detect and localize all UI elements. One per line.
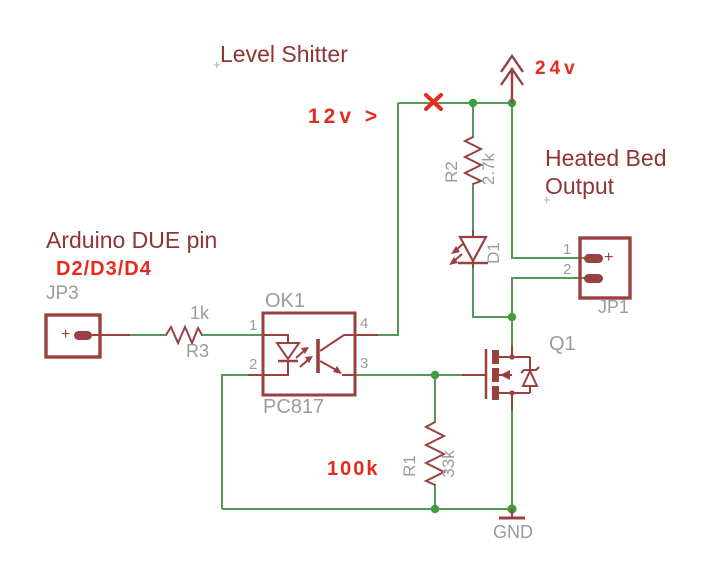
schematic-title: Level Shitter (220, 41, 348, 67)
arduino-due-pin-label: Arduino DUE pin (46, 227, 218, 253)
ok1-pin2-label: 2 (249, 356, 258, 373)
q1-body-diode-icon (520, 357, 540, 393)
resistor-r2 (462, 136, 484, 185)
junction-dot (430, 370, 440, 380)
ok1-pin4-label: 4 (360, 315, 369, 332)
wire-24v-to-jp1-pin1 (511, 103, 586, 259)
error-x-mark-icon (424, 93, 443, 111)
wires (128, 102, 586, 510)
junction-dot (468, 98, 478, 108)
jp1-ref-label: JP1 (598, 297, 630, 317)
connector-jp1 (578, 236, 632, 300)
jp1-pad-1 (584, 254, 603, 263)
jp3-pad (74, 331, 92, 340)
origin-cross-mark: + (213, 57, 221, 72)
q1-ref-label: Q1 (549, 333, 576, 355)
r1-suggested-value-label: 100k (327, 458, 380, 480)
jp1-pin1-label: 1 (563, 241, 572, 258)
r2-ref-label: R2 (442, 161, 461, 183)
r2-value-label: 2.7k (479, 152, 498, 186)
jp3-polarity-label: + (61, 326, 71, 343)
r1-ref-label: R1 (400, 455, 419, 477)
d1-ref-label: D1 (484, 242, 503, 264)
r3-value-label: 1k (190, 303, 210, 323)
r3-ref-label: R3 (186, 341, 210, 361)
wire-12v-to-ok1-pin4 (374, 103, 399, 336)
connector-jp3 (44, 313, 130, 359)
origin-cross-mark: + (543, 192, 551, 207)
ok1-pin1-label: 1 (249, 317, 258, 334)
wire-jp1-pin2-to-junction (511, 277, 586, 317)
ok1-pin3-label: 3 (360, 355, 369, 372)
junction-dot (430, 504, 440, 514)
junction-dot (507, 312, 517, 322)
jp1-polarity-label: + (604, 249, 614, 266)
mosfet-q1 (462, 345, 540, 411)
jp3-ref-label: JP3 (46, 283, 79, 304)
resistor-r3 (165, 324, 203, 346)
ok1-led-icon (263, 334, 301, 376)
jp1-pad-2 (584, 274, 603, 283)
resistor-r1 (423, 421, 447, 486)
supply-12v-label: 12v > (308, 105, 382, 128)
optocoupler-ok1 (248, 311, 378, 397)
ok1-ref-label: OK1 (265, 290, 306, 312)
gnd-symbol-icon (499, 509, 525, 520)
q1-body-arrow (500, 370, 510, 380)
heated-bed-output-label-line2: Output (545, 173, 615, 199)
ok1-phototransistor-icon (316, 334, 355, 376)
supply-24v-arrow-icon (500, 53, 524, 103)
jp1-pin2-label: 2 (563, 261, 572, 278)
wire-d1-to-junction (472, 262, 512, 318)
r1-value-label: 33k (439, 450, 458, 478)
led-emission-arrows-icon (449, 242, 465, 265)
ok1-light-arrows-icon (295, 347, 313, 368)
ok1-part-label: PC817 (263, 396, 325, 418)
wire-ok1-pin2-riser (221, 374, 250, 509)
arduino-pins-label: D2/D3/D4 (56, 258, 152, 280)
gnd-label: GND (493, 522, 533, 542)
led-d1 (449, 230, 488, 268)
supply-24v-label: 24v (535, 58, 579, 79)
heated-bed-output-label-line1: Heated Bed (545, 145, 667, 171)
